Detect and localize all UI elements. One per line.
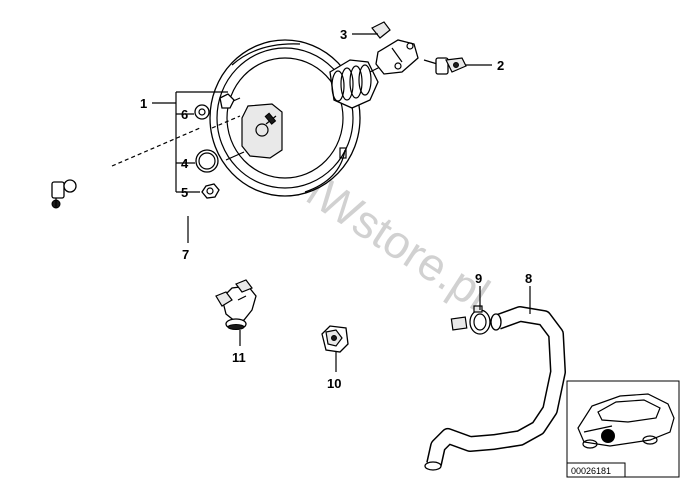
nut-upper bbox=[219, 93, 235, 109]
callout-8: 8 bbox=[525, 271, 532, 286]
location-marker-dot bbox=[601, 429, 615, 443]
callout-6: 6 bbox=[181, 107, 188, 122]
callout-10: 10 bbox=[327, 376, 341, 391]
grommet-10 bbox=[321, 325, 349, 353]
washer-6 bbox=[194, 104, 210, 120]
callout-2: 2 bbox=[497, 58, 504, 73]
callout-3: 3 bbox=[340, 27, 347, 42]
brake-booster bbox=[209, 39, 361, 197]
leader-dashed-2 bbox=[211, 115, 241, 129]
vacuum-hose-8 bbox=[424, 306, 566, 471]
callout-1: 1 bbox=[140, 96, 147, 111]
callout-leaders bbox=[152, 33, 531, 372]
callout-11: 11 bbox=[232, 350, 246, 365]
diagram-code: 00026181 bbox=[571, 466, 611, 476]
hose-clamp-9 bbox=[469, 305, 491, 335]
callout-7: 7 bbox=[182, 247, 189, 262]
clevis-pin bbox=[423, 57, 467, 75]
vacuum-hose-7 bbox=[6, 120, 468, 334]
clevis-fork bbox=[371, 21, 419, 75]
leader-dashed-1 bbox=[111, 127, 201, 167]
pushrod-bellows bbox=[329, 59, 383, 109]
nut-5 bbox=[201, 183, 220, 199]
callout-9: 9 bbox=[475, 271, 482, 286]
car-outline-icon bbox=[577, 393, 675, 449]
seal-ring-4 bbox=[195, 149, 219, 173]
callout-4: 4 bbox=[181, 156, 189, 171]
vehicle-locator-thumbnail: 00026181 bbox=[566, 380, 680, 478]
callout-5: 5 bbox=[181, 185, 188, 200]
check-valve-11 bbox=[215, 279, 257, 330]
